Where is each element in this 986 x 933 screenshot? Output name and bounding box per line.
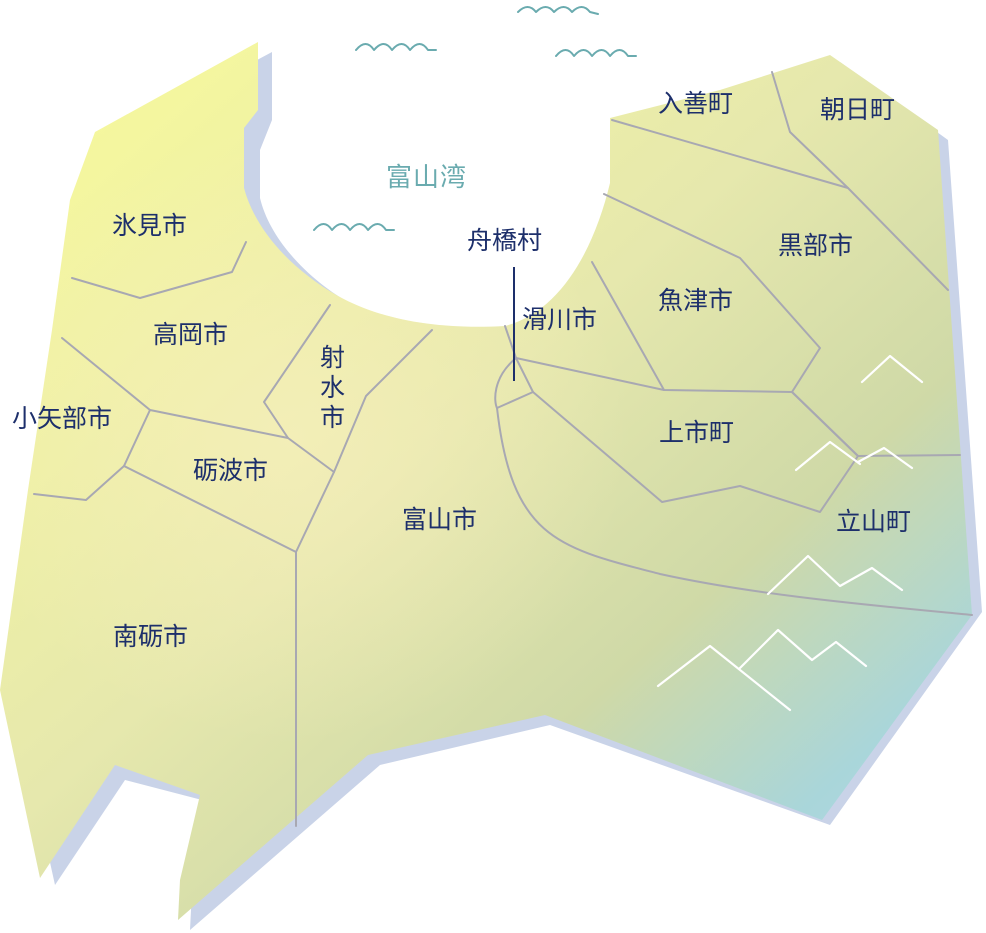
label-nanto: 南砺市 <box>113 622 188 651</box>
label-asahi: 朝日町 <box>820 95 895 124</box>
mountain-icon <box>794 440 862 472</box>
label-oyabe: 小矢部市 <box>12 404 112 433</box>
municipal-borders <box>33 71 973 827</box>
label-tateyama: 立山町 <box>836 507 911 536</box>
border-himi-takaoka <box>71 241 247 299</box>
label-imizu-2: 水 <box>320 373 345 402</box>
label-imizu-1: 射 <box>320 343 345 372</box>
municipality-labels: 富山湾 氷見市 高岡市 小矢部市 砺波市 南砺市 射 水 市 富山市 舟橋村 滑… <box>12 89 911 651</box>
label-kamiichi: 上市町 <box>659 418 734 447</box>
label-himi: 氷見市 <box>112 211 187 240</box>
label-namerikawa: 滑川市 <box>522 305 597 334</box>
label-imizu-3: 市 <box>320 403 345 432</box>
mountain-icon <box>766 554 904 596</box>
mountain-icon <box>656 644 792 712</box>
label-kurobe: 黒部市 <box>778 231 853 260</box>
wave-icon <box>313 6 637 231</box>
wave-icon <box>517 6 599 15</box>
border-imizu-east <box>295 329 433 553</box>
label-funahashi: 舟橋村 <box>467 226 542 255</box>
label-uozu: 魚津市 <box>658 286 733 315</box>
border-oyabe-tonami <box>33 409 151 501</box>
border-namerikawa-uozu <box>591 261 665 391</box>
border-nyuzen-asahi <box>771 71 849 189</box>
border-kamiichi-tateyama <box>857 454 961 457</box>
wave-icon <box>355 43 437 51</box>
land-glow <box>0 42 972 920</box>
border-uozu-kurobe <box>603 193 859 457</box>
border-imizu-west <box>263 304 335 473</box>
wave-icon <box>555 49 637 57</box>
mountain-icon <box>738 628 868 670</box>
mountain-icon <box>656 354 924 712</box>
label-toyama: 富山市 <box>402 505 477 534</box>
label-nyuzen: 入善町 <box>658 89 733 118</box>
border-toyama-east <box>494 325 973 616</box>
label-tonami: 砺波市 <box>193 456 268 485</box>
border-tonami-nanto <box>123 465 297 553</box>
mountain-icon <box>860 354 924 384</box>
mountain-icon <box>856 446 914 470</box>
label-takaoka: 高岡市 <box>153 320 228 349</box>
wave-icon <box>313 223 395 231</box>
bay-label: 富山湾 <box>386 163 467 193</box>
